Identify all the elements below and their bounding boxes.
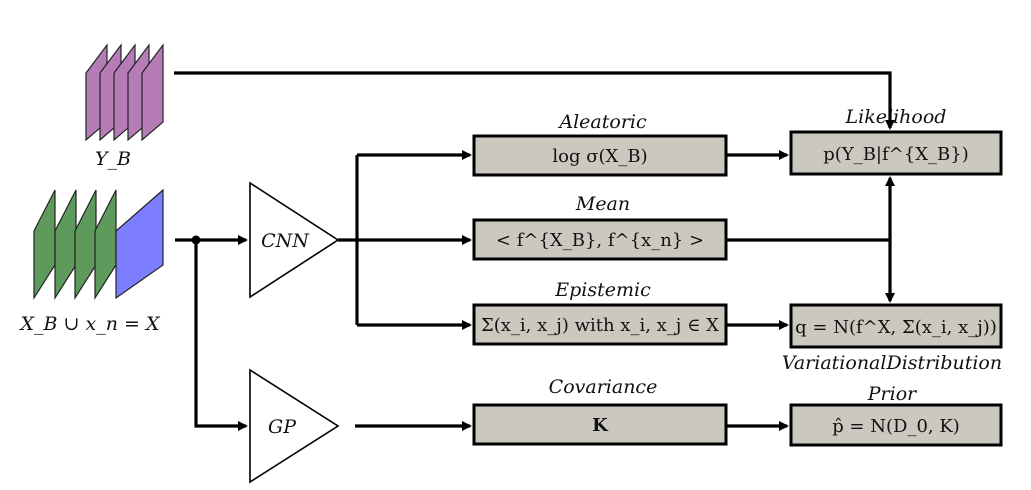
epistemic-content: Σ(x_i, x_j) with x_i, x_j ∈ X (481, 315, 719, 336)
prior-box: p̂ = N(D_0, K) (789, 403, 1003, 447)
variational-title: VariationalDistribution (782, 352, 1002, 374)
x-label: X_B ∪ x_n = X (19, 313, 161, 335)
mean-content: < f^{X_B}, f^{x_n} > (496, 230, 704, 251)
aleatoric-box: log σ(X_B) (472, 134, 728, 177)
yb-stack-icon (85, 43, 164, 142)
aleatoric-title: Aleatoric (557, 111, 647, 133)
yb-label: Y_B (95, 148, 131, 170)
epistemic-title: Epistemic (554, 279, 651, 301)
likelihood-content: p(Y_B|f^{X_B}) (823, 144, 968, 165)
epistemic-box: Σ(x_i, x_j) with x_i, x_j ∈ X (472, 303, 728, 346)
gp-label: GP (268, 416, 297, 438)
covariance-title: Covariance (549, 376, 658, 398)
cnn-label: CNN (261, 230, 310, 252)
mean-title: Mean (575, 193, 630, 215)
likelihood-box: p(Y_B|f^{X_B}) (789, 130, 1003, 176)
mean-box: < f^{X_B}, f^{x_n} > (472, 218, 728, 261)
arrow-x-gp (194, 240, 248, 431)
aleatoric-content: log σ(X_B) (552, 146, 647, 167)
cnn-block: CNN (249, 181, 340, 299)
variational-box: q = N(f^X, Σ(x_i, x_j)) (789, 303, 1003, 349)
prior-title: Prior (867, 383, 918, 405)
covariance-content: K (592, 415, 609, 436)
arrow-yb-likelihood (174, 71, 895, 130)
prior-content: p̂ = N(D_0, K) (832, 416, 960, 437)
covariance-box: K (472, 403, 728, 446)
connectors (174, 71, 895, 431)
gp-block: GP (249, 368, 340, 484)
x-stack-icon (33, 188, 164, 301)
variational-content: q = N(f^X, Σ(x_i, x_j)) (795, 317, 997, 338)
likelihood-title: Likelihood (845, 106, 947, 128)
